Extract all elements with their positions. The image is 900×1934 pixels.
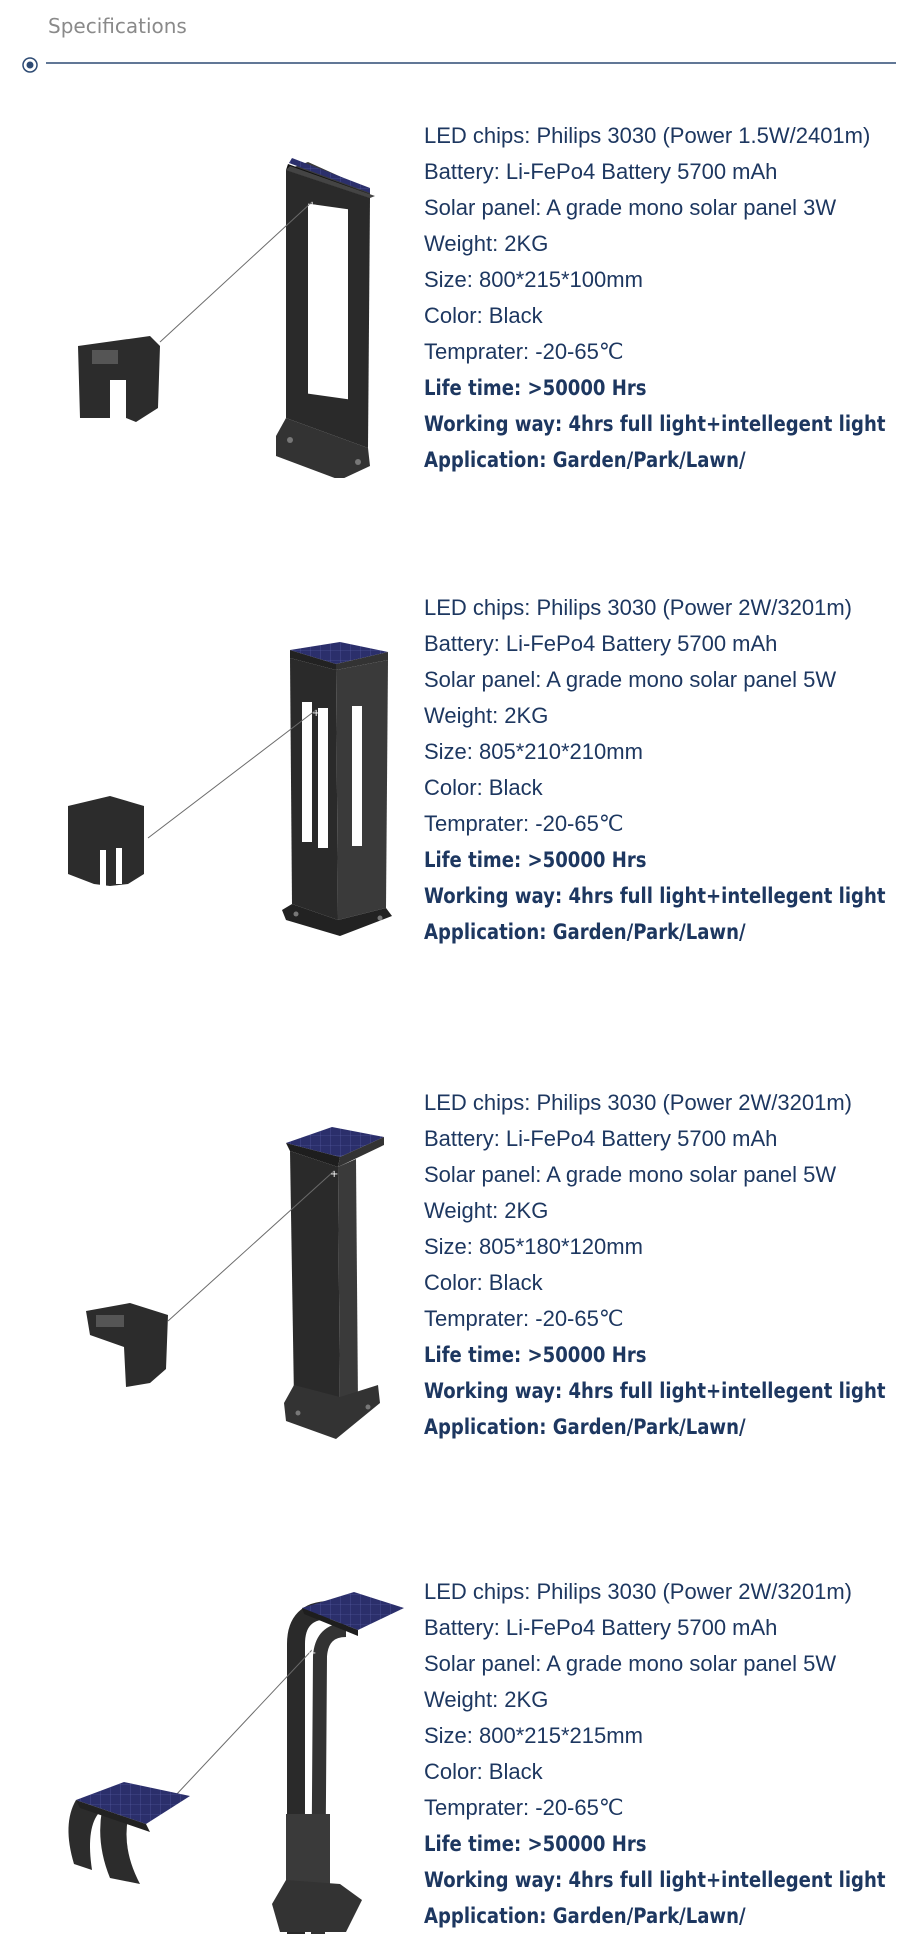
spec-weight: Weight: 2KG [424, 1687, 549, 1712]
spec-working-way: Working way: 4hrs full light+intellegent… [424, 1868, 886, 1892]
spec-working-way: Working way: 4hrs full light+intellegent… [424, 884, 886, 908]
spec-application: Application: Garden/Park/Lawn/ [424, 1415, 746, 1439]
spec-list-1: LED chips: Philips 3030 (Power 1.5W/2401… [424, 118, 900, 478]
spec-weight: Weight: 2KG [424, 703, 549, 728]
spec-weight: Weight: 2KG [424, 1198, 549, 1223]
product-spec-4: + LED chips: Philips 3030 (Power 2W/3201… [0, 1574, 900, 1934]
spec-temperature: Temprater: -20-65℃ [424, 1795, 624, 1820]
spec-application: Application: Garden/Park/Lawn/ [424, 1904, 746, 1928]
spec-led-chips: LED chips: Philips 3030 (Power 1.5W/2401… [424, 123, 871, 148]
svg-text:+: + [308, 1648, 316, 1659]
spec-solar-panel: Solar panel: A grade mono solar panel 5W [424, 667, 837, 692]
spec-temperature: Temprater: -20-65℃ [424, 1306, 624, 1331]
spec-solar-panel: Solar panel: A grade mono solar panel 3W [424, 195, 837, 220]
spec-solar-panel: Solar panel: A grade mono solar panel 5W [424, 1162, 837, 1187]
spec-size: Size: 800*215*100mm [424, 267, 643, 292]
product-spec-1: + LED chips: Philips 3030 (Power 1.5W/24… [0, 118, 900, 478]
spec-working-way: Working way: 4hrs full light+intellegent… [424, 1379, 886, 1403]
page-title: Specifications [48, 14, 187, 38]
spec-color: Color: Black [424, 775, 543, 800]
spec-size: Size: 800*215*215mm [424, 1723, 643, 1748]
section-divider [22, 57, 896, 73]
spec-led-chips: LED chips: Philips 3030 (Power 2W/3201m) [424, 595, 852, 620]
bollard-light-illustration-4: + [68, 1592, 404, 1934]
spec-list-3: LED chips: Philips 3030 (Power 2W/3201m)… [424, 1085, 900, 1445]
spec-life-time: Life time: >50000 Hrs [424, 848, 647, 872]
bollard-light-illustration-1: + [78, 158, 375, 478]
spec-life-time: Life time: >50000 Hrs [424, 1832, 647, 1856]
bollard-light-illustration-3: + [86, 1127, 384, 1439]
spec-color: Color: Black [424, 303, 543, 328]
spec-battery: Battery: Li-FePo4 Battery 5700 mAh [424, 159, 778, 184]
spec-led-chips: LED chips: Philips 3030 (Power 2W/3201m) [424, 1579, 852, 1604]
spec-battery: Battery: Li-FePo4 Battery 5700 mAh [424, 631, 778, 656]
spec-working-way: Working way: 4hrs full light+intellegent… [424, 412, 886, 436]
spec-battery: Battery: Li-FePo4 Battery 5700 mAh [424, 1615, 778, 1640]
spec-life-time: Life time: >50000 Hrs [424, 1343, 647, 1367]
svg-text:+: + [330, 1169, 338, 1180]
svg-text:+: + [308, 200, 316, 211]
spec-list-4: LED chips: Philips 3030 (Power 2W/3201m)… [424, 1574, 900, 1934]
product-spec-2: + LED chips: Philips 3030 (Power 2W/3201… [0, 590, 900, 950]
spec-color: Color: Black [424, 1759, 543, 1784]
spec-weight: Weight: 2KG [424, 231, 549, 256]
spec-application: Application: Garden/Park/Lawn/ [424, 920, 746, 944]
spec-application: Application: Garden/Park/Lawn/ [424, 448, 746, 472]
spec-life-time: Life time: >50000 Hrs [424, 376, 647, 400]
spec-color: Color: Black [424, 1270, 543, 1295]
bollard-light-illustration-2: + [68, 642, 392, 936]
spec-temperature: Temprater: -20-65℃ [424, 339, 624, 364]
spec-battery: Battery: Li-FePo4 Battery 5700 mAh [424, 1126, 778, 1151]
product-spec-3: + LED chips: Philips 3030 (Power 2W/3201… [0, 1085, 900, 1445]
spec-size: Size: 805*210*210mm [424, 739, 643, 764]
spec-led-chips: LED chips: Philips 3030 (Power 2W/3201m) [424, 1090, 852, 1115]
svg-text:+: + [312, 708, 320, 719]
spec-solar-panel: Solar panel: A grade mono solar panel 5W [424, 1651, 837, 1676]
spec-size: Size: 805*180*120mm [424, 1234, 643, 1259]
spec-temperature: Temprater: -20-65℃ [424, 811, 624, 836]
spec-list-2: LED chips: Philips 3030 (Power 2W/3201m)… [424, 590, 900, 950]
